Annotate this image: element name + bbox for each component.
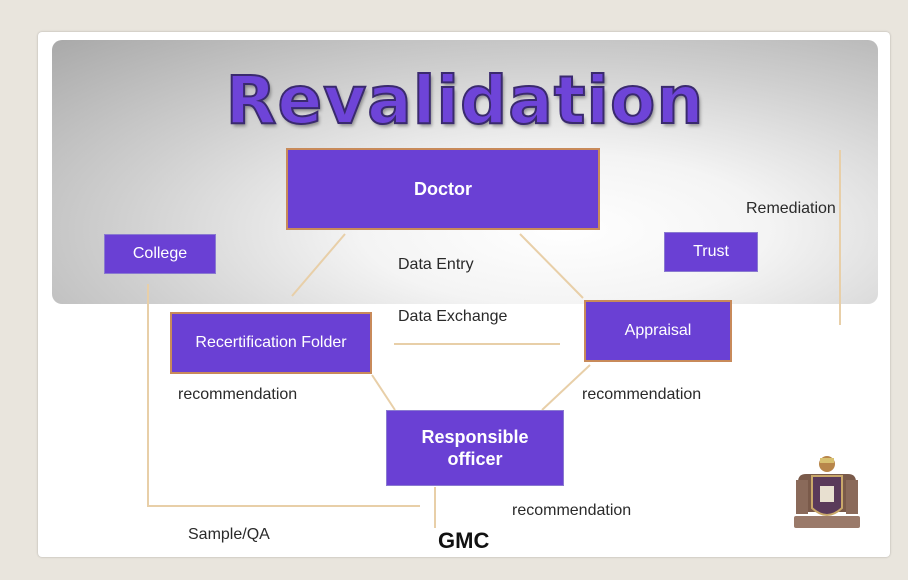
college-label: College [132, 245, 188, 262]
doctor-box: Doctor [286, 148, 600, 230]
doctor-label: Doctor [414, 178, 472, 199]
coat-of-arms-icon [794, 456, 860, 528]
trust-box: Trust [664, 232, 758, 272]
data-entry-label: Data Entry [398, 256, 474, 273]
connector-college-to-gmc [147, 284, 420, 507]
appraisal-box: Appraisal [584, 300, 732, 362]
recommendation-bottom-label: recommendation [512, 502, 632, 519]
recertification-folder-box: Recertification Folder [170, 312, 372, 374]
gmc-label: GMC [438, 528, 490, 553]
connector-appraisal-to-officer [541, 364, 591, 411]
recertification-folder-label: Recertification Folder [195, 334, 347, 351]
data-exchange-label: Data Exchange [398, 308, 508, 325]
college-box: College [104, 234, 216, 274]
remediation-label: Remediation [746, 200, 836, 217]
responsible-officer-box: Responsible officer [386, 410, 564, 486]
diagram-title: Revalidation [225, 62, 705, 139]
connector-doctor-to-appraisal [519, 233, 584, 299]
appraisal-label: Appraisal [624, 322, 692, 339]
recommendation-right-label: recommendation [582, 386, 702, 403]
sample-qa-label: Sample/QA [188, 526, 270, 543]
trust-label: Trust [693, 243, 729, 260]
connector-recertification-to-officer [371, 374, 396, 411]
connector-doctor-to-recertification [291, 233, 346, 297]
responsible-officer-label: Responsible officer [421, 427, 529, 469]
recommendation-left-label: recommendation [178, 386, 298, 403]
